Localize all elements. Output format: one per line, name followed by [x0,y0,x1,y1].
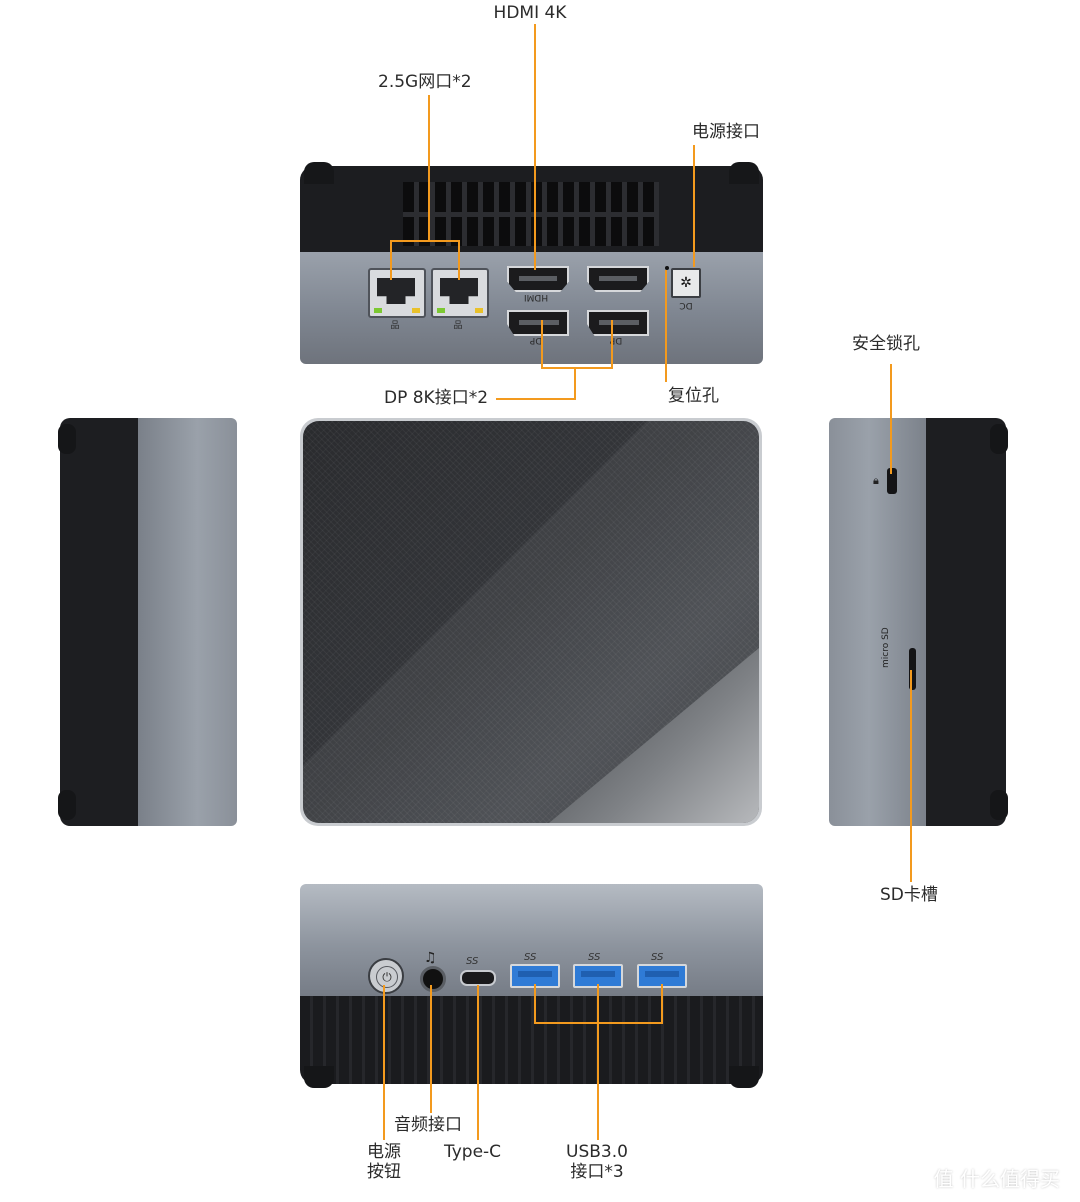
rear-vent-grille [403,182,659,246]
top-lid-view [300,418,762,826]
right-side-black [926,418,1006,826]
watermark-logo: 值 什么值得买 [933,1167,1060,1191]
lan-icon-2: 品 [453,321,463,331]
headphone-icon: ♫ [424,950,437,966]
lock-icon: 🔒︎ [873,474,879,487]
callout-line-security-lock [890,364,892,474]
lan-icon-1: 品 [390,321,400,331]
callout-line-usb-2 [597,984,599,1024]
callout-line-power-button [383,985,385,1140]
ethernet-port-1 [368,268,426,318]
callout-line-power-jack [693,145,695,267]
sd-card-slot [909,648,916,690]
front-panel-view: ⏻ ♫ SS SS SS SS [300,884,763,1088]
power-button: ⏻ [368,958,404,994]
callout-line-usb-3 [661,984,663,1024]
right-side-view: 🔒︎ micro SD [829,418,1008,826]
label-usb30-line2: 接口*3 [570,1162,624,1182]
foot-bottom [58,790,76,820]
callout-line-reset [665,270,667,382]
callout-line-dp-left-h [496,398,576,400]
callout-line-sd [910,670,912,882]
label-power-button-line2: 按钮 [367,1162,401,1182]
label-type-c: Type-C [444,1142,502,1162]
label-sd-slot: SD卡槽 [880,885,938,905]
foot-bottom-right [990,790,1008,820]
callout-line-hdmi [534,24,536,270]
front-corner-left [304,1066,334,1088]
ethernet-port-2 [431,268,489,318]
foot-top-right [990,424,1008,454]
rear-port-plate: 品 品 HDMI DP DP ✲ DC [300,252,763,364]
callout-line-dp-down [574,367,576,400]
left-side-view [58,418,237,826]
front-vent-housing [300,996,763,1088]
callout-line-audio [430,985,432,1113]
callout-line-typec [477,985,479,1140]
label-hdmi-4k: HDMI 4K [493,3,567,23]
dp-port-2 [587,310,649,336]
ss-logo-typec: SS [466,956,479,967]
security-lock-slot [887,468,897,494]
callout-line-lan-h [390,240,460,242]
reset-hole [665,266,669,270]
dp-port-marking-2: DP [609,335,623,345]
callout-line-lan-left [390,240,392,280]
ss-logo-usb-2: SS [588,952,601,963]
callout-line-dp-left [541,320,543,368]
rear-panel-view: 品 品 HDMI DP DP ✲ DC [300,162,763,364]
front-port-plate: ⏻ ♫ SS SS SS SS [300,884,763,996]
ss-logo-usb-1: SS [524,952,537,963]
dc-marking: DC [679,300,693,310]
micro-sd-marking: micro SD [881,627,891,668]
rear-corner-right [729,162,759,184]
dc-power-jack: ✲ [671,268,701,298]
label-security-lock: 安全锁孔 [852,334,920,354]
foot-top [58,424,76,454]
callout-line-dp-right [611,320,613,368]
right-side-gray: 🔒︎ micro SD [829,418,929,826]
callout-line-usb-down [597,1022,599,1140]
left-side-black [60,418,140,826]
label-usb30-line1: USB3.0 [566,1142,628,1162]
ss-logo-usb-3: SS [651,952,664,963]
callout-line-usb-1 [534,984,536,1024]
type-c-port [460,970,496,986]
label-power-button-line1: 电源 [367,1142,401,1162]
dp-port-1 [507,310,569,336]
label-power-jack: 电源接口 [692,122,760,142]
callout-line-lan [428,95,430,241]
label-lan-25g: 2.5G网口*2 [378,72,472,92]
hdmi-port-1 [507,266,569,292]
label-dp-8k: DP 8K接口*2 [384,388,489,408]
hdmi-port-marking: HDMI [523,292,549,302]
callout-line-lan-right [458,240,460,280]
hdmi-port-2 [587,266,649,292]
front-corner-right [729,1066,759,1088]
label-audio-jack: 音频接口 [394,1115,462,1135]
dp-port-marking-1: DP [529,335,543,345]
rear-corner-left [304,162,334,184]
rear-vent-housing [300,162,763,252]
left-side-gray [138,418,237,826]
callout-line-dp-h [541,367,613,369]
lid-brushed-surface [303,421,759,823]
label-reset-hole: 复位孔 [668,386,719,406]
audio-jack [420,966,446,992]
